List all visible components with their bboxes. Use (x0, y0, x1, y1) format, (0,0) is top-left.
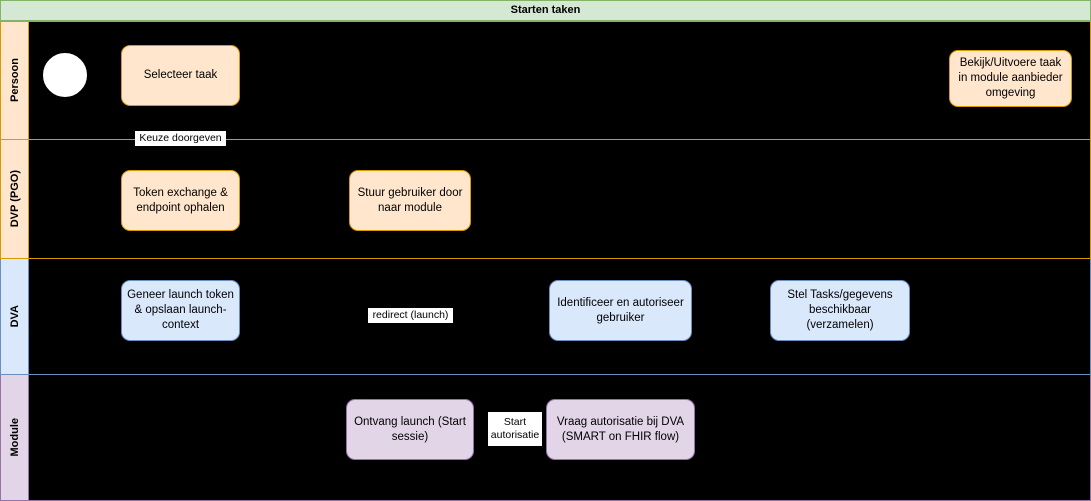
task-geneer-launch-token[interactable]: Geneer launch token & opslaan launch-con… (121, 280, 240, 341)
lane-label-dvp: DVP (PGO) (1, 140, 29, 258)
lane-label-persoon: Persoon (1, 22, 29, 139)
pool-title: Starten taken (510, 4, 581, 16)
task-ontvang-launch-label: Ontvang launch (Start sessie) (354, 415, 466, 443)
task-token-exchange-label: Token exchange & endpoint ophalen (133, 186, 228, 214)
edge-label-start-autorisatie: Start autorisatie (488, 412, 542, 446)
task-stuur-gebruiker[interactable]: Stuur gebruiker door naar module (349, 170, 471, 231)
lane-label-module: Module (1, 375, 29, 500)
lane-label-dvp-text: DVP (PGO) (8, 170, 21, 228)
task-identificeer-autoriseer[interactable]: Identificeer en autoriseer gebruiker (549, 280, 692, 341)
lane-label-dva-text: DVA (8, 305, 21, 328)
task-bekijk-uitvoeren-label: Bekijk/Uitvoere taak in module aanbieder… (958, 57, 1063, 99)
lane-label-module-text: Module (8, 418, 21, 457)
start-event-circle[interactable] (43, 53, 87, 97)
task-vraag-autorisatie-label: Vraag autorisatie bij DVA (SMART on FHIR… (556, 415, 685, 443)
task-selecteer-taak[interactable]: Selecteer taak (121, 45, 240, 106)
edge-label-keuze-doorgeven: Keuze doorgeven (135, 131, 226, 146)
task-ontvang-launch[interactable]: Ontvang launch (Start sessie) (346, 399, 474, 460)
task-stel-tasks-beschikbaar-label: Stel Tasks/gegevens beschikbaar (verzame… (787, 289, 893, 331)
task-token-exchange[interactable]: Token exchange & endpoint ophalen (121, 170, 240, 231)
lane-label-persoon-text: Persoon (8, 58, 21, 103)
lane-label-dva: DVA (1, 259, 29, 374)
task-stuur-gebruiker-label: Stuur gebruiker door naar module (357, 186, 463, 214)
pool-header: Starten taken (0, 0, 1091, 21)
edge-label-redirect-launch: redirect (launch) (368, 308, 453, 323)
task-bekijk-uitvoeren[interactable]: Bekijk/Uitvoere taak in module aanbieder… (949, 50, 1072, 107)
task-stel-tasks-beschikbaar[interactable]: Stel Tasks/gegevens beschikbaar (verzame… (770, 280, 910, 341)
task-identificeer-autoriseer-label: Identificeer en autoriseer gebruiker (557, 296, 684, 324)
task-selecteer-taak-label: Selecteer taak (143, 69, 218, 82)
task-vraag-autorisatie[interactable]: Vraag autorisatie bij DVA (SMART on FHIR… (546, 399, 695, 460)
task-geneer-launch-token-label: Geneer launch token & opslaan launch-con… (127, 289, 234, 331)
